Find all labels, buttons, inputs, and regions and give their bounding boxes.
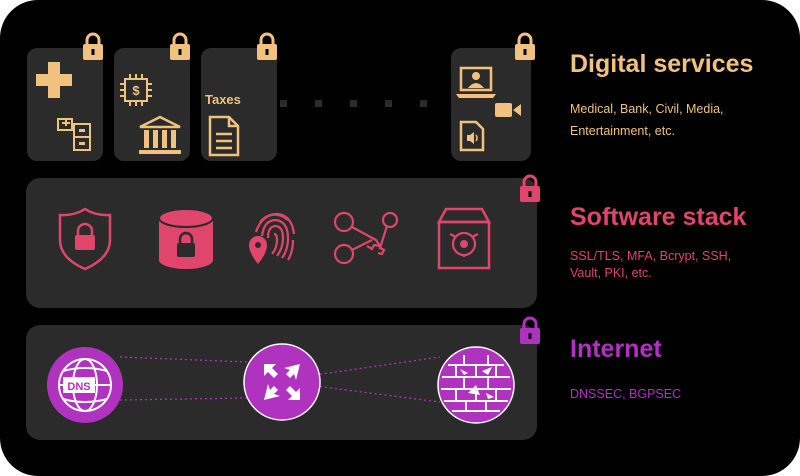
keys-icon: [333, 211, 399, 265]
layer-description-internet: DNSSEC, BGPSEC: [570, 387, 682, 401]
lock-icon: [520, 174, 540, 202]
router-icon: [243, 343, 321, 421]
lock-icon: [83, 32, 103, 60]
chip-dollar-icon: $: [120, 74, 152, 106]
shield-lock-icon: [58, 207, 112, 271]
firewall-icon: [437, 346, 515, 424]
lock-icon: [170, 32, 190, 60]
svg-text:$: $: [132, 83, 140, 98]
medical-cross-icon: [36, 62, 72, 98]
fingerprint-pin-icon: [249, 212, 296, 264]
layer-title-digital-services: Digital services: [570, 50, 754, 78]
svg-text:DNS: DNS: [67, 381, 90, 393]
connector-dot: [280, 100, 287, 107]
dns-globe-icon: DNS: [47, 347, 123, 423]
layer-description-digital-line2: Entertainment, etc.: [570, 124, 675, 138]
lock-icon: [257, 32, 277, 60]
layer-description-digital-line1: Medical, Bank, Civil, Media,: [570, 102, 724, 116]
connector-dot: [385, 100, 392, 107]
connector-dot: [315, 100, 322, 107]
layer-title-software-stack: Software stack: [570, 203, 747, 231]
medical-records-icon: [57, 118, 91, 151]
bank-building-icon: [139, 115, 181, 154]
document-icon: [208, 115, 240, 157]
lock-icon: [515, 32, 535, 60]
connector-dot: [350, 100, 357, 107]
audio-file-icon: [459, 120, 485, 152]
layer-title-internet: Internet: [570, 335, 662, 363]
taxes-label: Taxes: [205, 92, 241, 107]
vault-box-icon: [436, 207, 492, 270]
connector-dot: [420, 100, 427, 107]
layer-description-software-line2: Vault, PKI, etc.: [570, 266, 652, 280]
database-lock-icon: [158, 208, 214, 269]
lock-icon: [520, 316, 540, 344]
layer-description-software-line1: SSL/TLS, MFA, Bcrypt, SSH,: [570, 249, 732, 263]
service-card-bank: [114, 48, 190, 161]
video-camera-icon: [495, 103, 521, 117]
laptop-user-icon: [456, 66, 496, 98]
